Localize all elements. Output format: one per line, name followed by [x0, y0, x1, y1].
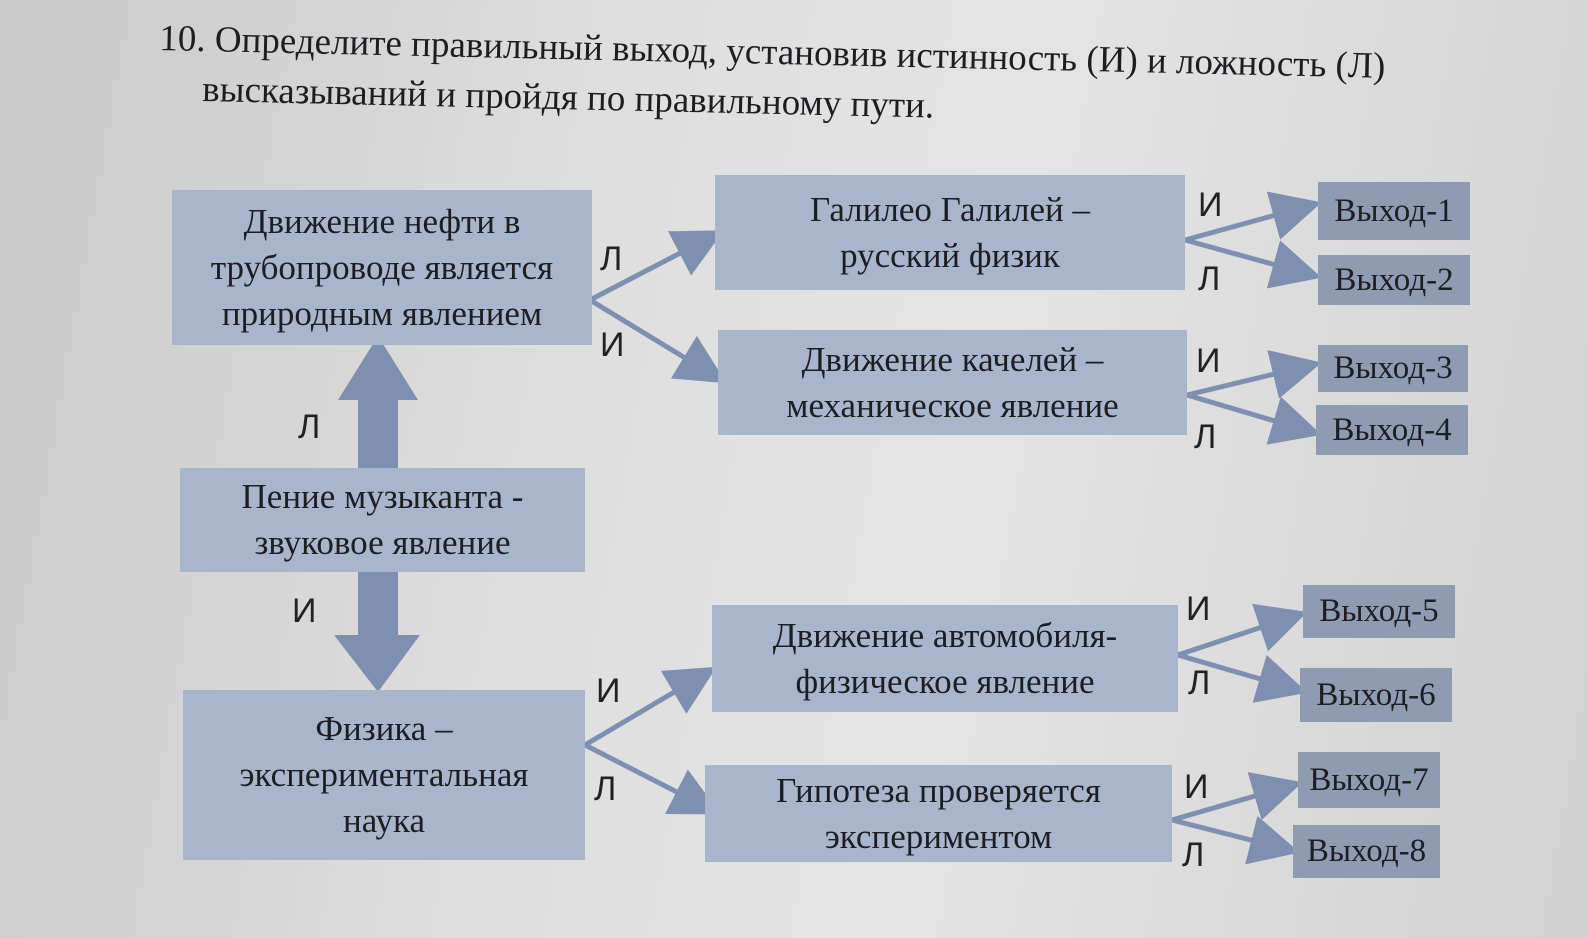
label-false: Л: [298, 408, 321, 446]
statement-oil: Движение нефти в трубопроводе является п…: [172, 190, 592, 345]
statement-swings: Движение качелей – механическое явление: [718, 330, 1187, 435]
exit-3: Выход-3: [1318, 345, 1468, 392]
arrow-down-singing-physics: [334, 572, 420, 692]
exit-7: Выход-7: [1298, 752, 1440, 808]
exit-5: Выход-5: [1303, 585, 1455, 638]
arrow-exit4: [1186, 392, 1322, 445]
arrow-exit6: [1177, 652, 1308, 703]
label-false: Л: [594, 770, 617, 808]
label-true: И: [292, 592, 317, 630]
arrow-exit5: [1177, 603, 1308, 658]
label-false: Л: [1188, 664, 1211, 702]
label-true: И: [1196, 342, 1221, 380]
arrow-oil-galileo: [588, 230, 724, 303]
exit-1: Выход-1: [1318, 182, 1470, 240]
label-false: Л: [600, 240, 623, 278]
statement-galileo: Галилео Галилей – русский физик: [715, 175, 1185, 290]
label-false: Л: [1198, 260, 1221, 298]
label-true: И: [1186, 590, 1211, 628]
exit-6: Выход-6: [1300, 668, 1452, 722]
arrow-physics-car: [583, 666, 717, 748]
exit-2: Выход-2: [1318, 255, 1470, 305]
statement-physics: Физика – экспериментальная наука: [183, 690, 585, 860]
arrow-up-singing-oil: [338, 336, 418, 468]
label-false: Л: [1194, 418, 1217, 456]
arrow-oil-swings: [588, 297, 727, 384]
arrow-exit3: [1186, 350, 1322, 399]
arrow-exit7: [1171, 772, 1303, 823]
label-true: И: [596, 672, 621, 710]
arrow-exit1: [1184, 191, 1322, 243]
label-true: И: [600, 326, 625, 364]
arrow-physics-hypothesis: [583, 742, 721, 815]
statement-car: Движение автомобиля-физическое явление: [712, 605, 1178, 712]
label-false: Л: [1182, 836, 1205, 874]
label-true: И: [1184, 768, 1209, 806]
statement-singing: Пение музыканта - звуковое явление: [180, 468, 585, 572]
statement-hypothesis: Гипотеза проверяется экспериментом: [705, 765, 1172, 862]
exit-8: Выход-8: [1293, 825, 1440, 878]
label-true: И: [1198, 186, 1223, 224]
arrow-exit2: [1184, 237, 1322, 289]
arrow-exit8: [1171, 815, 1300, 865]
exit-4: Выход-4: [1316, 405, 1468, 455]
